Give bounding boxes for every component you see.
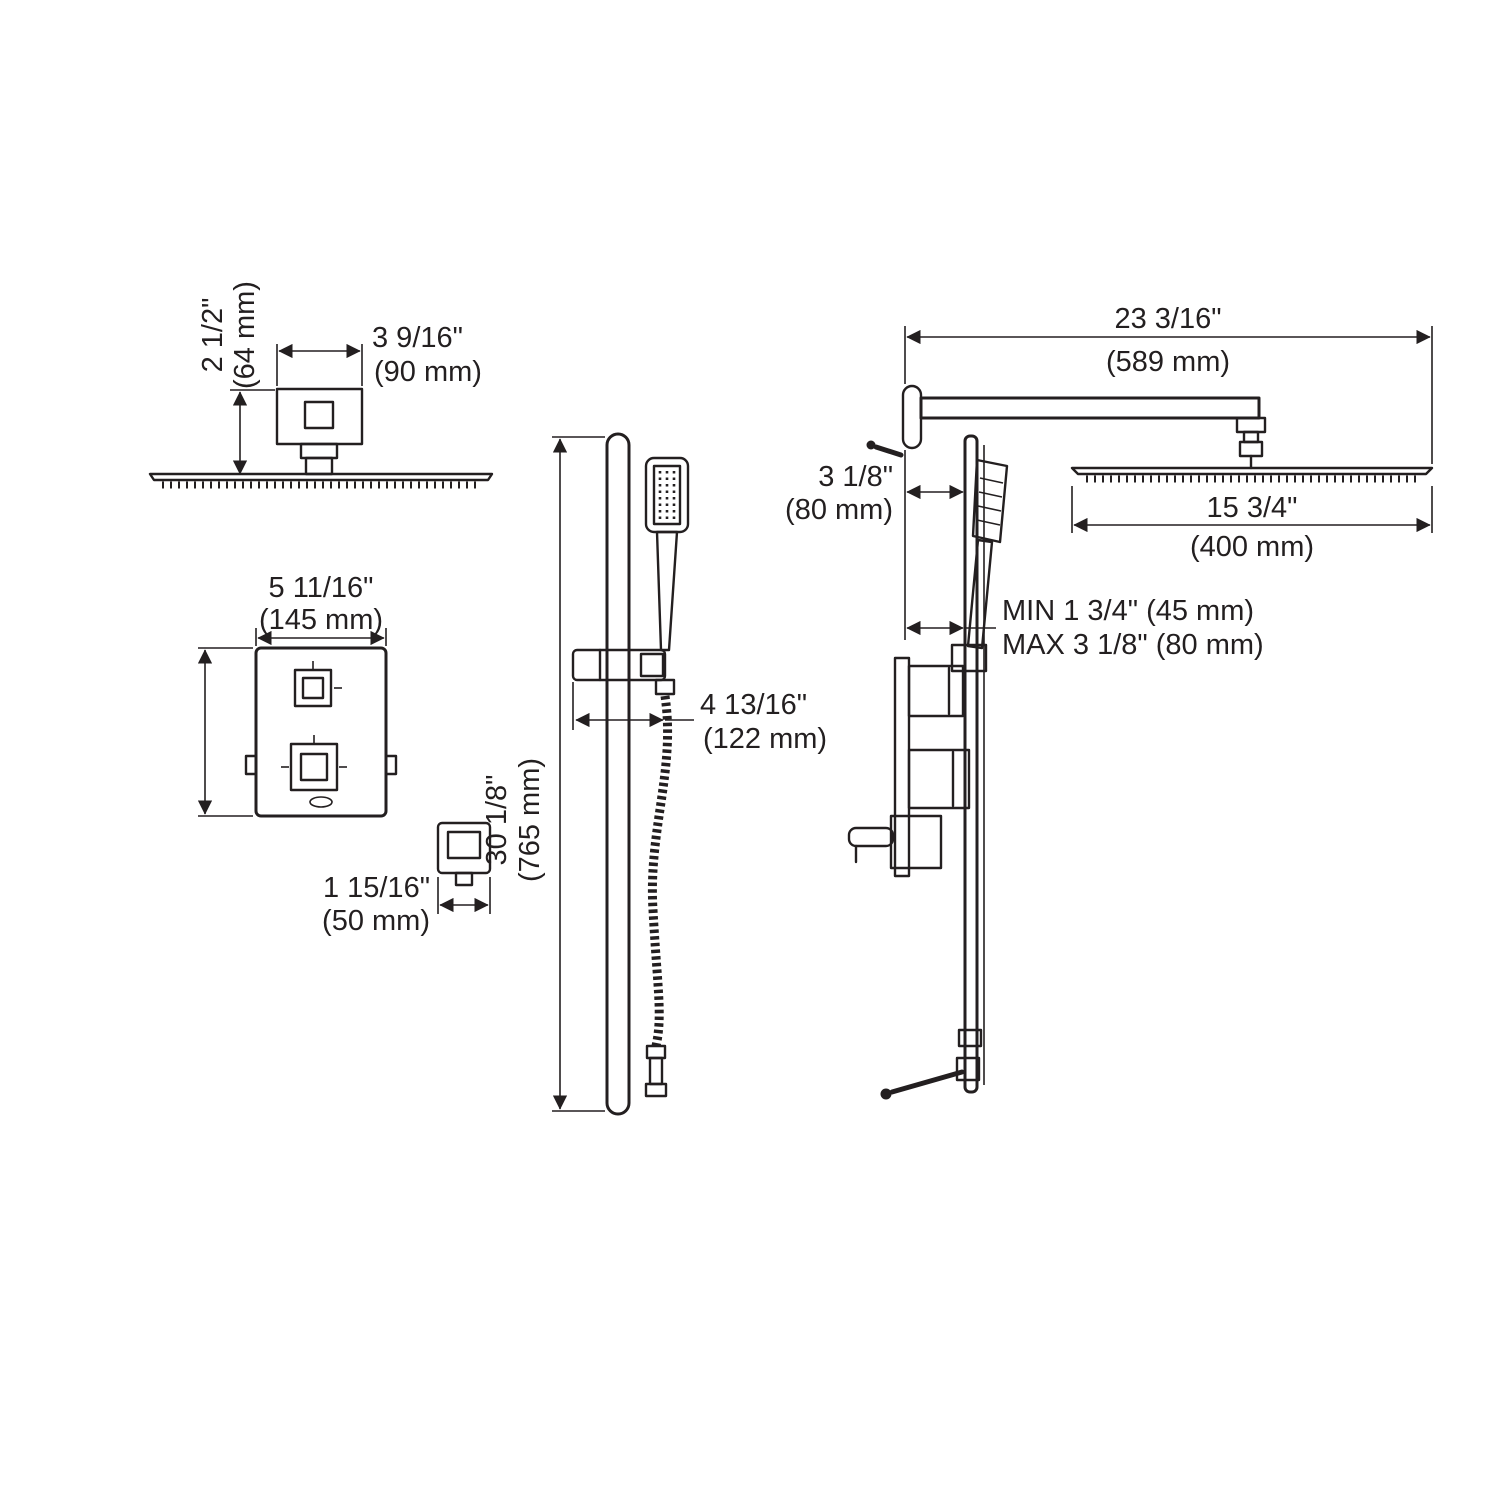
dimension-depth-minmax: MIN 1 3/4" (45 mm) MAX 3 1/8" (80 mm) — [906, 595, 1264, 661]
volume-knob — [289, 742, 339, 792]
hand-shower-face — [652, 464, 682, 526]
side-tab-left — [244, 754, 258, 776]
head-connector — [299, 442, 339, 460]
hose-connector — [654, 678, 676, 696]
spout-side — [847, 826, 895, 848]
dim-depth-min: MIN 1 3/4" (45 mm) — [1002, 595, 1254, 627]
dim-total-reach-mm: (589 mm) — [1106, 346, 1230, 378]
slide-bar — [605, 432, 631, 1116]
dim-escutcheon-mm: (50 mm) — [322, 905, 430, 937]
dimension-head-width: 15 3/4" (400 mm) — [1071, 486, 1433, 563]
shower-arm — [919, 396, 1261, 420]
valve-trim-front-view — [244, 646, 398, 818]
dimension-arm-height: 2 1/2" (64 mm) — [197, 281, 275, 475]
dim-valve-width-mm: (145 mm) — [259, 604, 383, 636]
rain-head-side-view — [148, 387, 494, 489]
dim-wall-offset-mm: (80 mm) — [785, 494, 893, 526]
flange-detail — [303, 400, 335, 430]
dim-wall-offset-in: 3 1/8" — [818, 461, 893, 493]
dim-head-width-in: 15 3/4" — [1207, 492, 1298, 524]
upper-knob-side — [907, 664, 965, 718]
slide-bracket — [571, 648, 667, 682]
side-tab-right — [384, 754, 398, 776]
dim-head-width-mm: (400 mm) — [1190, 531, 1314, 563]
dimension-escutcheon-width: 1 15/16" (50 mm) — [322, 872, 491, 937]
bracket-side — [950, 643, 988, 673]
shower-head-plate — [148, 472, 494, 482]
assembly-side-view — [847, 384, 1434, 1100]
escutcheon-detail — [436, 821, 492, 887]
dim-valve-width-in: 5 11/16" — [269, 572, 374, 604]
dim-total-reach-in: 23 3/16" — [1114, 303, 1221, 335]
arm-flange — [275, 387, 364, 446]
hand-shower-handle — [655, 530, 679, 652]
dimension-valve-width: 5 11/16" (145 mm) — [255, 572, 387, 646]
dimension-bracket-offset: 4 13/16" (122 mm) — [572, 682, 827, 755]
temperature-knob — [293, 668, 333, 708]
handheld-shower-slidebar — [571, 432, 690, 1116]
dim-arm-height-in: 2 1/2" — [197, 298, 229, 373]
dim-bracket-offset-mm: (122 mm) — [703, 723, 827, 755]
valve-plate — [254, 646, 388, 818]
lever-knob — [880, 1088, 892, 1100]
dim-arm-height-mm: (64 mm) — [229, 281, 261, 389]
column-bar — [963, 434, 979, 1094]
head-connector-lower — [304, 456, 334, 476]
brand-logo — [309, 796, 333, 808]
dimension-arm-length: 3 9/16" (90 mm) — [276, 322, 482, 388]
wall-flange — [901, 384, 923, 450]
dim-slidebar-mm: (765 mm) — [514, 758, 546, 882]
rain-head-side — [1070, 466, 1434, 476]
arm-elbow — [1235, 416, 1267, 434]
dimension-wall-offset: 3 1/8" (80 mm) — [785, 450, 964, 640]
valve-body-side — [889, 814, 943, 870]
dim-arm-length-mm: (90 mm) — [374, 356, 482, 388]
hand-shower-side — [971, 458, 1009, 544]
dim-arm-length-in: 3 9/16" — [372, 322, 463, 354]
dim-slidebar-in: 30 1/8" — [481, 775, 513, 866]
dimension-total-reach: 23 3/16" (589 mm) — [904, 303, 1433, 464]
dimension-slidebar-height: 30 1/8" (765 mm) — [481, 436, 605, 1112]
dim-escutcheon-in: 1 15/16" — [323, 872, 430, 904]
shower-hose — [647, 695, 672, 1047]
dim-bracket-offset-in: 4 13/16" — [700, 689, 807, 721]
hose-nut — [644, 1082, 668, 1098]
dimension-valve-height — [197, 647, 253, 817]
dim-depth-max: MAX 3 1/8" (80 mm) — [1002, 629, 1264, 661]
lower-knob-side — [907, 748, 971, 810]
hand-shower-handle-side — [966, 538, 994, 650]
valve-plate-side — [893, 656, 911, 878]
hand-shower-head — [644, 456, 690, 534]
diverter-pin — [866, 440, 876, 450]
